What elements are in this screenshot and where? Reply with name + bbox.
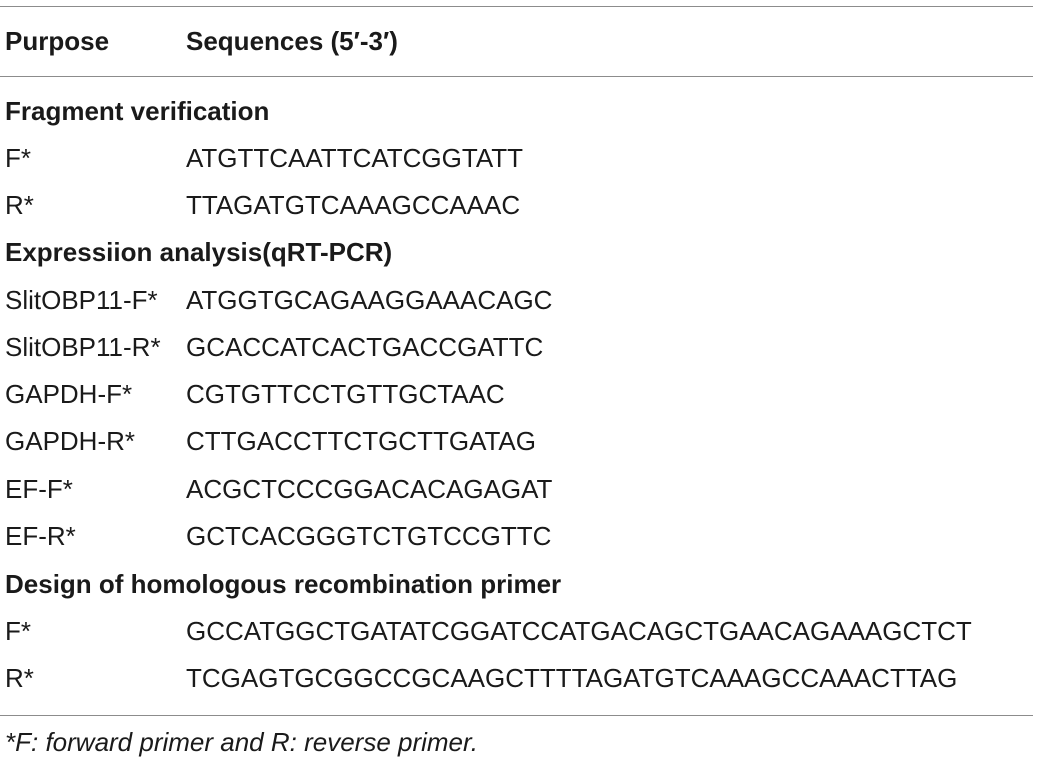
primer-name: SlitOBP11-F*	[5, 285, 158, 315]
primer-name: GAPDH-F*	[5, 379, 133, 409]
primer-sequence: ACGCTCCCGGACACAGAGAT	[186, 474, 553, 504]
primer-sequence: ATGGTGCAGAAGGAAACAGC	[186, 285, 553, 315]
table-footnote: *F: forward primer and R: reverse primer…	[5, 727, 478, 757]
section-title-expression-analysis: Expressiion analysis(qRT-PCR)	[5, 237, 393, 267]
table-top-rule	[0, 6, 1033, 7]
primer-sequence: GCACCATCACTGACCGATTC	[186, 332, 544, 362]
primer-name: EF-R*	[5, 521, 76, 551]
primer-name: R*	[5, 663, 34, 693]
primer-name: EF-F*	[5, 474, 73, 504]
section-title-fragment-verification: Fragment verification	[5, 96, 270, 126]
primer-sequence: TTAGATGTCAAAGCCAAAC	[186, 190, 521, 220]
table-bottom-rule	[0, 715, 1033, 716]
primer-sequence: GCTCACGGGTCTGTCCGTTC	[186, 521, 552, 551]
primer-name: F*	[5, 616, 31, 646]
primer-name: F*	[5, 143, 31, 173]
header-purpose: Purpose	[5, 26, 110, 56]
primer-sequence: CTTGACCTTCTGCTTGATAG	[186, 426, 536, 456]
section-title-homologous-recombination: Design of homologous recombination prime…	[5, 569, 562, 599]
header-sequences: Sequences (5′-3′)	[186, 26, 398, 56]
primer-name: R*	[5, 190, 34, 220]
primer-sequence: CGTGTTCCTGTTGCTAAC	[186, 379, 505, 409]
primer-name: SlitOBP11-R*	[5, 332, 161, 362]
table-header-rule	[0, 76, 1033, 77]
primer-name: GAPDH-R*	[5, 426, 136, 456]
primer-sequence: GCCATGGCTGATATCGGATCCATGACAGCTGAACAGAAAG…	[186, 616, 972, 646]
primer-sequence: ATGTTCAATTCATCGGTATT	[186, 143, 523, 173]
primer-sequence: TCGAGTGCGGCCGCAAGCTTTTAGATGTCAAAGCCAAACT…	[186, 663, 958, 693]
